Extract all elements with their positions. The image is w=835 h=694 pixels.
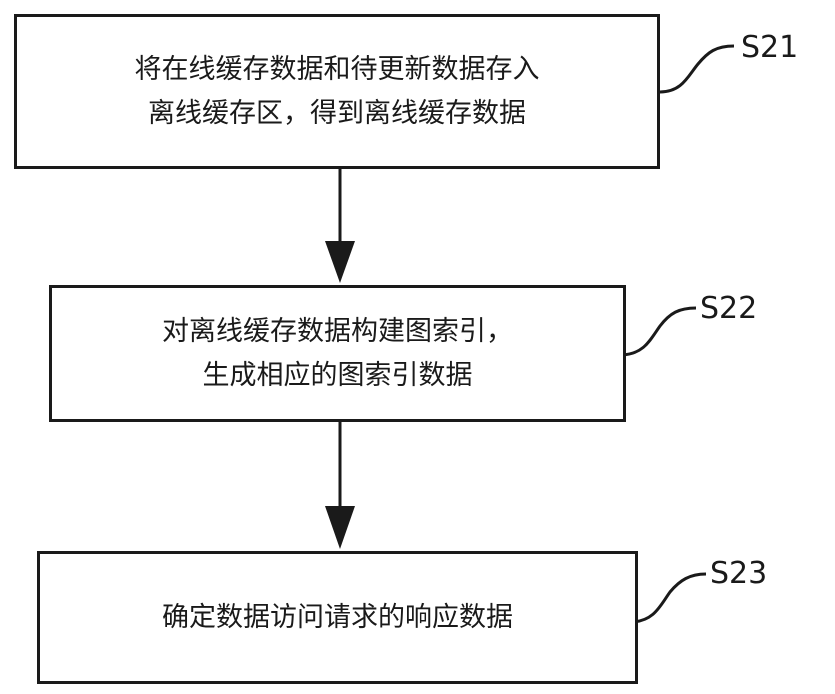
step-text-line: 离线缓存区，得到离线缓存数据 <box>148 97 526 129</box>
leader-s21 <box>659 44 735 94</box>
step-text-line: 对离线缓存数据构建图索引， <box>162 315 513 347</box>
leader-s23 <box>631 572 707 624</box>
step-label-s22: S22 <box>700 291 758 326</box>
step-box-s23: 确定数据访问请求的响应数据 <box>37 551 638 684</box>
leader-s22 <box>621 306 697 357</box>
step-box-s21: 将在线缓存数据和待更新数据存入 离线缓存区，得到离线缓存数据 <box>14 14 660 169</box>
arrow-s21-to-s22-head <box>325 241 355 283</box>
step-box-s22: 对离线缓存数据构建图索引， 生成相应的图索引数据 <box>49 285 626 422</box>
step-text-line: 确定数据访问请求的响应数据 <box>162 601 513 633</box>
step-label-s21: S21 <box>741 30 799 65</box>
arrow-s22-to-s23-head <box>325 506 355 549</box>
step-text-line: 生成相应的图索引数据 <box>202 359 473 391</box>
step-text-line: 将在线缓存数据和待更新数据存入 <box>134 53 540 85</box>
step-label-s23: S23 <box>710 556 768 591</box>
